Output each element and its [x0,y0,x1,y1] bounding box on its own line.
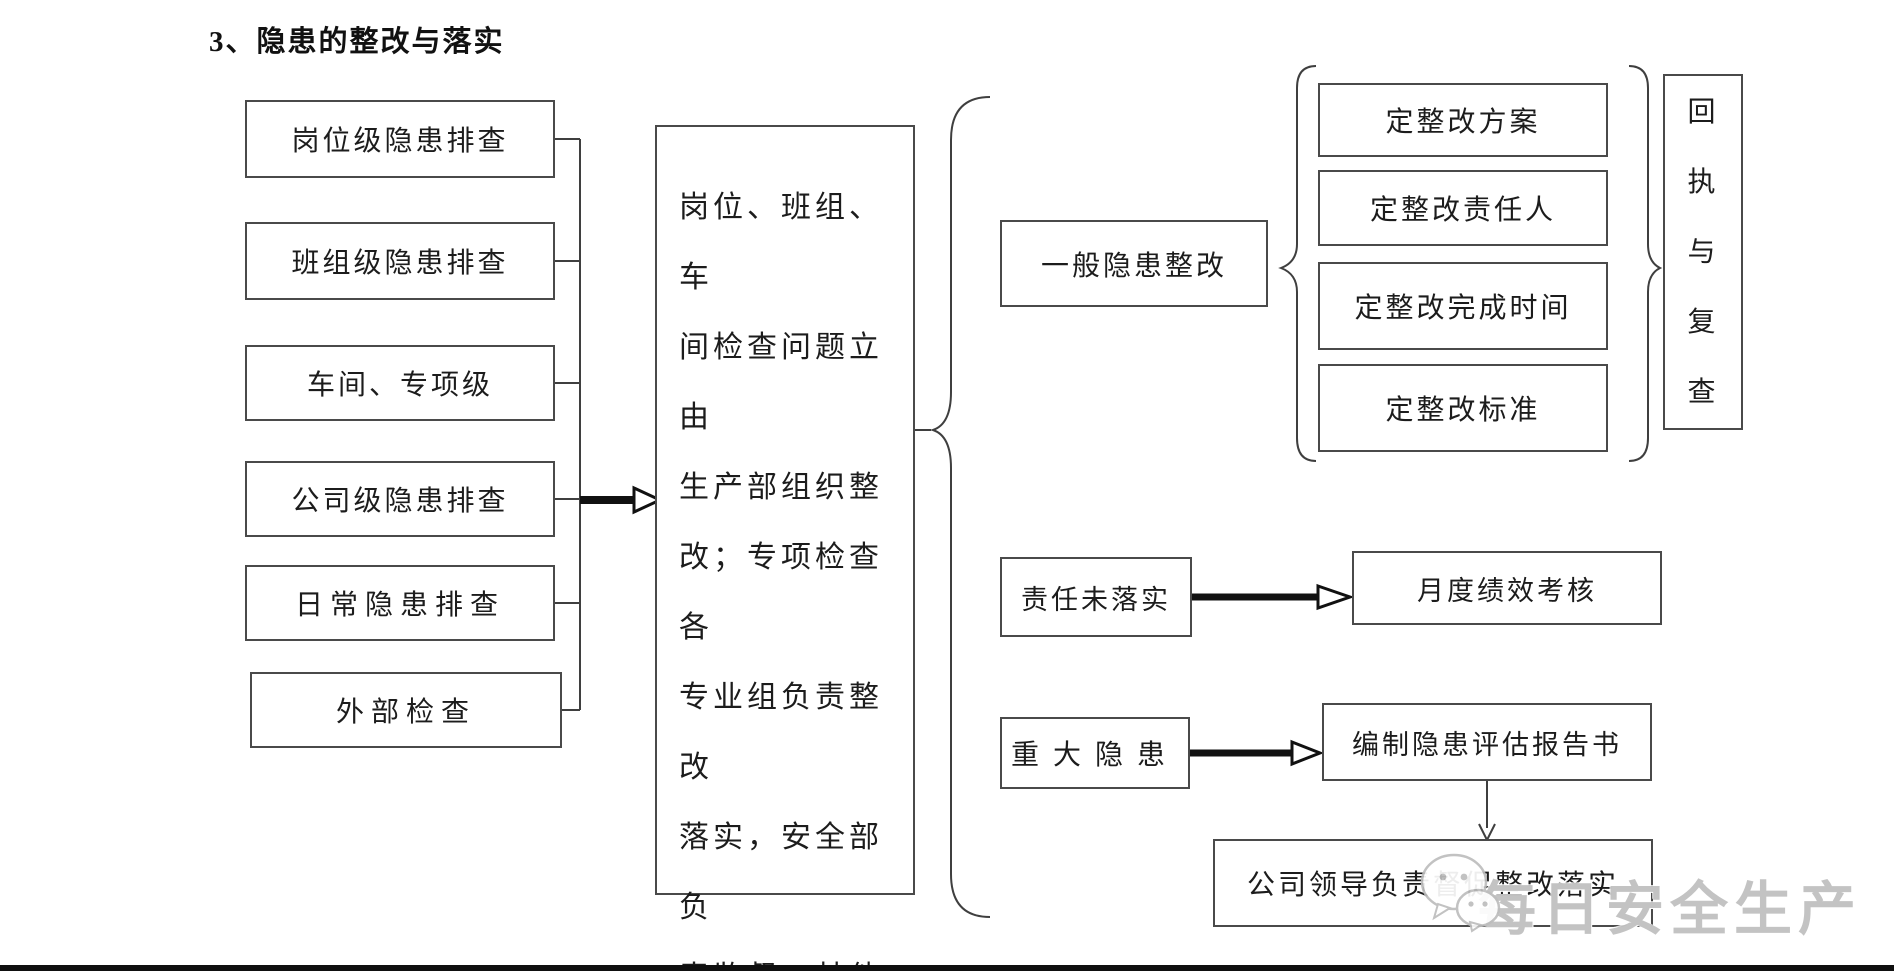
step-label: 定整改责任人 [1369,195,1556,226]
evaluation-report-label: 编制隐患评估报告书 [1352,729,1622,760]
step-box-standard: 定整改标准 [1318,364,1608,452]
step-box-responsible: 定整改责任人 [1318,170,1608,246]
major-danger-label: 重大隐患 [1010,740,1179,771]
receipt-review-box: 回 执 与 复 查 [1663,74,1743,430]
main-flow-arrow [580,485,664,515]
step-label: 定整改完成时间 [1354,293,1572,324]
source-box-label: 公司级隐患排查 [291,486,509,517]
source-box-company-level: 公司级隐患排查 [245,461,555,537]
brace-steps-left [1278,65,1317,462]
source-box-daily: 日常隐患排查 [245,565,555,641]
source-box-label: 车间、专项级 [306,370,493,401]
source-box-external: 外部检查 [250,672,562,748]
monthly-assessment-box: 月度绩效考核 [1352,551,1662,625]
central-description-text: 岗位、班组、车 间检查问题立由 生产部组织整 改；专项检查各 专业组负责整改 落… [679,191,883,971]
source-box-team-level: 班组级隐患排查 [245,222,555,300]
brace-steps-right [1628,65,1663,462]
central-description-box: 岗位、班组、车 间检查问题立由 生产部组织整 改；专项检查各 专业组负责整改 落… [655,125,915,971]
wechat-icon [1420,853,1501,933]
source-box-label: 班组级隐患排查 [291,248,509,279]
major-danger-box: 重大隐患 [1000,717,1190,789]
monthly-assessment-label: 月度绩效考核 [1417,575,1597,606]
page-title: 3、隐患的整改与落实 [209,26,505,58]
source-box-label: 日常隐患排查 [294,590,505,621]
watermark-text: 每日安全生产 [1478,877,1863,942]
step-label: 定整改方案 [1385,107,1541,138]
source-box-workshop-special: 车间、专项级 [245,345,555,421]
source-box-label: 外部检查 [335,697,476,728]
evaluation-report-box: 编制隐患评估报告书 [1322,703,1652,781]
unfulfilled-box: 责任未落实 [1000,557,1192,637]
source-box-label: 岗位级隐患排查 [291,126,509,157]
source-box-post-level: 岗位级隐患排查 [245,100,555,178]
step-label: 定整改标准 [1385,395,1541,426]
general-rectification-label: 一般隐患整改 [1040,250,1227,282]
flow-arrow-major [1190,739,1325,767]
step-box-deadline: 定整改完成时间 [1318,262,1608,350]
step-box-plan: 定整改方案 [1318,83,1608,157]
bottom-bar [0,965,1894,971]
brace-main [929,96,991,918]
unfulfilled-label: 责任未落实 [1021,584,1171,615]
flow-arrow-monthly [1192,583,1355,611]
general-rectification-box: 一般隐患整改 [1000,220,1268,307]
